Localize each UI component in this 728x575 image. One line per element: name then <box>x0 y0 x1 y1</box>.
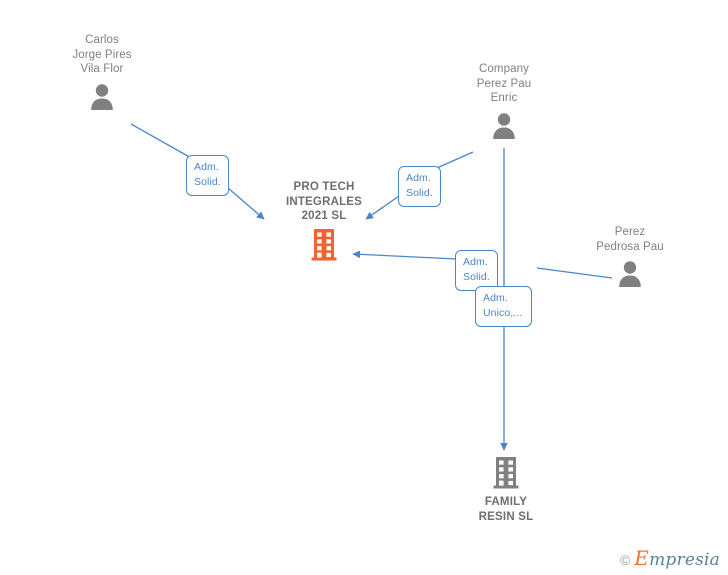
node-label-company-perez-pau-enric: Company Perez Pau Enric <box>476 63 532 104</box>
empresia-logo-initial: E <box>634 546 650 570</box>
node-family-resin-sl[interactable]: FAMILY RESIN SL <box>431 456 581 524</box>
node-label-carlos-jorge-pires-vila-flor: Carlos Jorge Pires Vila Flor <box>72 34 132 75</box>
building-icon <box>493 457 519 489</box>
empresia-logo-rest: mpresia <box>649 550 720 570</box>
node-perez-pedrosa-pau[interactable]: Perez Pedrosa Pau <box>555 225 705 288</box>
copyright-icon: © <box>619 551 631 568</box>
person-icon <box>91 83 113 110</box>
node-label-pro-tech-integrales-2021-sl: PRO TECH INTEGRALES 2021 SL <box>285 181 363 222</box>
node-company-perez-pau-enric[interactable]: Company Perez Pau Enric <box>429 62 579 140</box>
edge-label-perez-pau-enric-adm-solid[interactable]: Adm. Solid. <box>398 166 441 207</box>
edge-perez-pau-enric-to-pro-tech <box>436 151 474 169</box>
building-icon <box>311 228 337 260</box>
edge-carlos-to-pro-tech <box>130 123 194 160</box>
empresia-logo: Empresia <box>634 548 720 570</box>
node-pro-tech-integrales-2021-sl[interactable]: PRO TECH INTEGRALES 2021 SL <box>249 180 399 262</box>
empresia-watermark: © Empresia <box>619 548 720 570</box>
edge-label-family-resin-adm-unico[interactable]: Adm. Unico,... <box>475 286 532 327</box>
node-label-perez-pedrosa-pau: Perez Pedrosa Pau <box>596 226 664 253</box>
node-label-family-resin-sl: FAMILY RESIN SL <box>478 496 534 523</box>
edge-label-carlos-adm-solid[interactable]: Adm. Solid. <box>186 155 229 196</box>
edge-label-perez-pedrosa-pau-adm-solid[interactable]: Adm. Solid. <box>455 250 498 291</box>
person-icon <box>493 112 515 139</box>
node-carlos-jorge-pires-vila-flor[interactable]: Carlos Jorge Pires Vila Flor <box>27 33 177 111</box>
person-icon <box>619 261 641 287</box>
